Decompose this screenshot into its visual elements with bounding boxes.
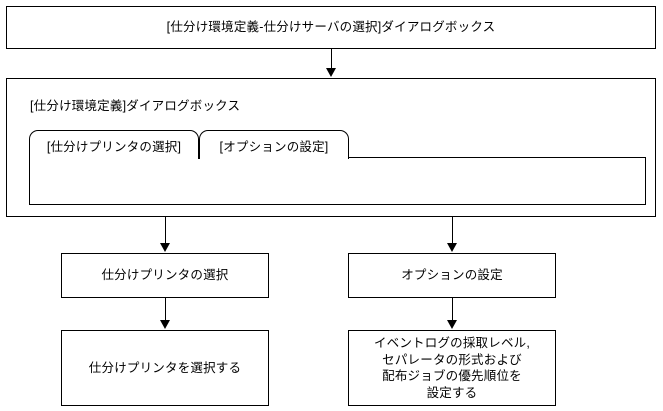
node-server-selection-dialog: [仕分け環境定義-仕分けサーバの選択]ダイアログボックス [6, 6, 656, 49]
tab-panel [29, 157, 646, 205]
connector-step-to-detail-left [165, 298, 166, 322]
dialog-title: [仕分け環境定義]ダイアログボックス [30, 99, 241, 113]
arrowhead-step-to-detail-left [160, 320, 170, 329]
node-detail-option-settings-label: イベントログの採取レベル, セパレータの形式および 配布ジョブの優先順位を 設定… [373, 336, 531, 400]
tab-printer-selection[interactable]: [仕分けプリンタの選択] [29, 130, 199, 159]
node-step-option-settings: オプションの設定 [348, 253, 556, 298]
arrowhead-title-to-dialog [326, 68, 336, 77]
node-step-option-settings-label: オプションの設定 [401, 268, 503, 283]
connector-step-to-detail-right [452, 298, 453, 322]
node-detail-printer-selection: 仕分けプリンタを選択する [61, 330, 269, 406]
arrowhead-dialog-to-step-left [160, 243, 170, 252]
connector-dialog-to-step-right [452, 217, 453, 245]
tab-option-settings[interactable]: [オプションの設定] [199, 130, 349, 159]
node-step-printer-selection-label: 仕分けプリンタの選択 [101, 268, 229, 283]
tab-option-settings-label: [オプションの設定] [219, 139, 329, 154]
node-detail-printer-selection-label: 仕分けプリンタを選択する [88, 360, 242, 375]
tab-printer-selection-label: [仕分けプリンタの選択] [46, 139, 182, 154]
connector-dialog-to-step-left [165, 217, 166, 245]
node-detail-option-settings: イベントログの採取レベル, セパレータの形式および 配布ジョブの優先順位を 設定… [348, 330, 556, 406]
node-step-printer-selection: 仕分けプリンタの選択 [61, 253, 269, 298]
arrowhead-dialog-to-step-right [447, 243, 457, 252]
tab-active-notch [31, 156, 197, 158]
node-server-selection-dialog-label: [仕分け環境定義-仕分けサーバの選択]ダイアログボックス [166, 20, 496, 35]
arrowhead-step-to-detail-right [447, 320, 457, 329]
connector-title-to-dialog [331, 49, 332, 70]
